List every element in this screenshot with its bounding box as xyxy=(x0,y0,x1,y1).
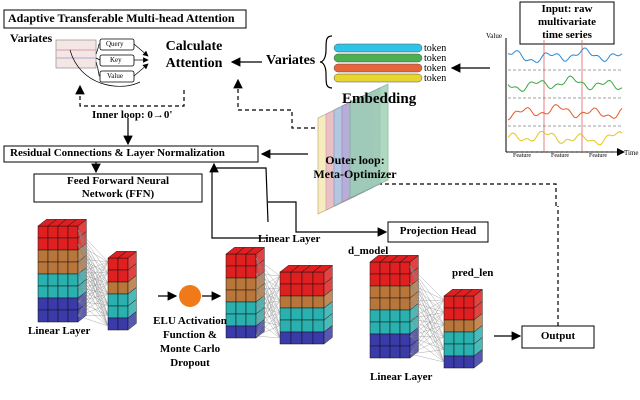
query-box xyxy=(99,38,135,51)
embedding-title: Embedding xyxy=(342,91,417,107)
ffn-label-1: Feed Forward Neural xyxy=(66,175,170,187)
qkv-block xyxy=(55,38,149,87)
key-label: Key xyxy=(110,56,122,64)
right-output-block xyxy=(443,288,484,369)
outer-loop-label-1: Outer loop: xyxy=(325,153,385,167)
token-label-1: token xyxy=(424,43,447,54)
elu-neuron xyxy=(179,285,201,307)
linear-layer-left-label: Linear Layer xyxy=(28,325,91,337)
left-input-block xyxy=(37,218,88,323)
attention-label: Attention xyxy=(165,56,223,71)
ffn-box xyxy=(33,173,203,203)
elu-label-3: Monte Carlo xyxy=(159,343,221,355)
attention-title: Adaptive Transferable Multi-head Attenti… xyxy=(8,11,235,25)
input-title-2: multivariate xyxy=(537,16,597,28)
time-series-line xyxy=(507,47,623,63)
projection-head-box xyxy=(387,221,489,243)
elu-label-1: ELU Activation xyxy=(153,315,227,327)
outer-loop-label-2: Meta-Optimizer xyxy=(313,167,397,181)
ffn-loop-path xyxy=(211,168,268,239)
projection-head-label: Projection Head xyxy=(399,225,477,237)
feature-label-1: Feature xyxy=(513,153,531,159)
input-title-3: time series xyxy=(542,29,592,41)
meta-optimizer-planes xyxy=(317,83,389,215)
ffn-label-2: Network (FFN) xyxy=(81,188,155,200)
output-label: Output xyxy=(540,330,576,342)
token-bar xyxy=(333,53,423,63)
linear-layer-top-label: Linear Layer xyxy=(258,233,321,245)
token-bars xyxy=(333,43,423,83)
time-series-line xyxy=(507,103,623,121)
pred-len-label: pred_len xyxy=(452,267,494,279)
token-label-2: token xyxy=(424,53,447,64)
token-label-3: token xyxy=(424,63,447,74)
right-input-block xyxy=(369,254,420,359)
to-projection-path xyxy=(268,201,388,237)
inner-loop-label: Inner loop: 0→0' xyxy=(92,109,173,121)
attention-title-box xyxy=(3,9,247,29)
time-series-line xyxy=(507,75,623,92)
input-title-1: Input: raw xyxy=(541,3,593,15)
key-box xyxy=(99,54,135,67)
query-label: Query xyxy=(106,40,124,48)
inner-loop-dashed xyxy=(75,84,185,107)
time-series-line xyxy=(507,130,623,146)
token-label-4: token xyxy=(424,73,447,84)
mid-output-block xyxy=(279,264,334,345)
value-axis-label: Value xyxy=(486,32,502,40)
attention-variates-label: Variates xyxy=(10,31,53,45)
elu-label-2: Function & xyxy=(162,329,218,341)
outer-loop-dashed xyxy=(380,183,557,206)
linear-to-residual-path xyxy=(209,162,269,223)
linear-layer-right-label: Linear Layer xyxy=(370,371,433,383)
input-chart xyxy=(505,1,625,156)
input-title-box xyxy=(519,1,615,45)
residual-label: Residual Connections & Layer Normalizati… xyxy=(10,147,225,159)
right-connections xyxy=(409,265,445,363)
embedding-variates-label: Variates xyxy=(266,53,316,68)
mid-connections xyxy=(255,257,281,339)
elu-label-4: Dropout xyxy=(170,357,210,369)
d-model-label: d_model xyxy=(348,245,389,257)
left-connections xyxy=(77,229,109,327)
embedding-brace xyxy=(319,35,333,89)
token-bar xyxy=(333,63,423,73)
feature-label-2: Feature xyxy=(551,153,569,159)
value-box xyxy=(99,70,135,83)
value-label: Value xyxy=(107,72,123,80)
residual-box xyxy=(3,145,259,163)
token-bar xyxy=(333,43,423,53)
feature-label-3: Feature xyxy=(589,153,607,159)
calculate-label: Calculate xyxy=(165,39,223,54)
time-axis-label: Time xyxy=(624,149,639,157)
token-bar xyxy=(333,73,423,83)
left-hidden-block xyxy=(107,250,138,331)
